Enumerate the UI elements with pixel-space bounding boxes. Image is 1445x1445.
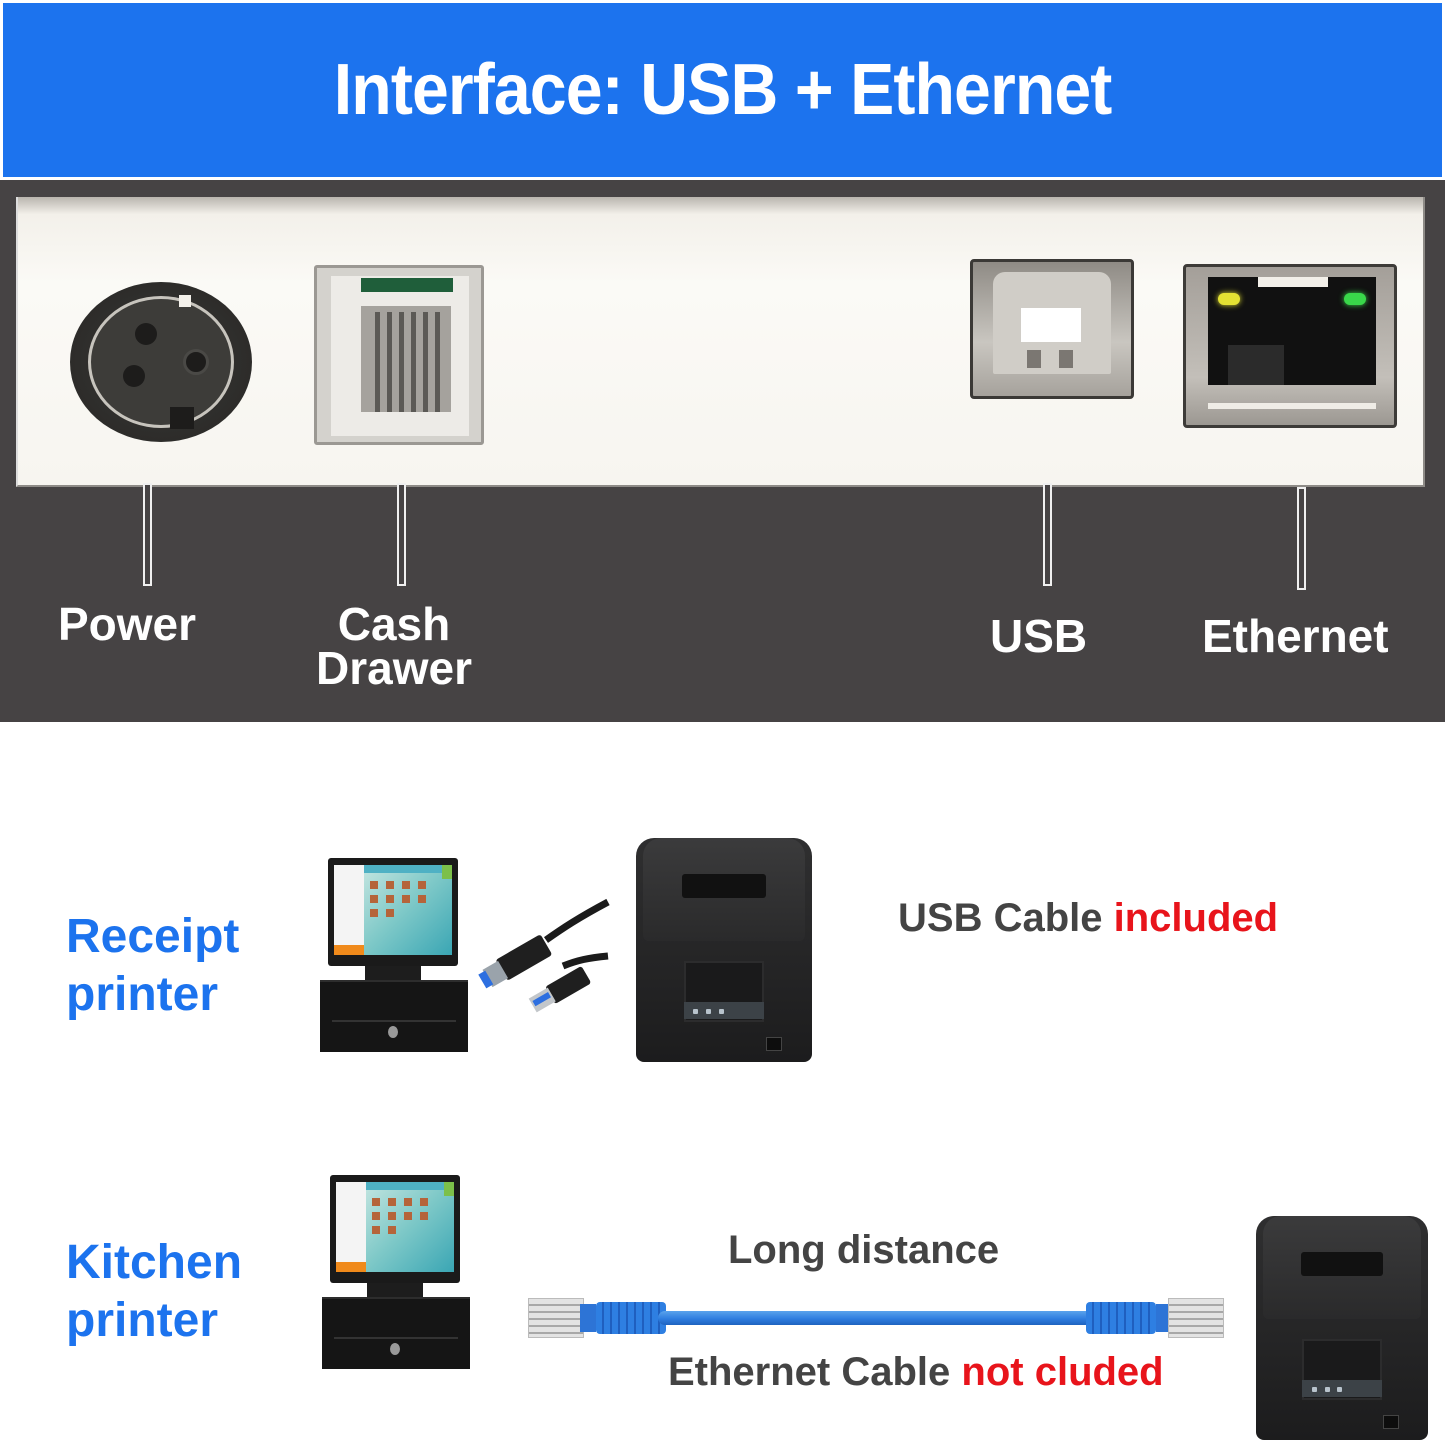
usb-label: USB (990, 610, 1088, 662)
header-banner-background: Interface: USB + Ethernet (3, 3, 1442, 177)
ethernet-cable-not-included-badge: not cluded (961, 1350, 1164, 1394)
kitchen-thermal-printer-image (1256, 1216, 1428, 1440)
ethernet-cable-image (528, 1296, 1224, 1340)
pos-terminal-image (322, 1175, 472, 1375)
ethernet-callout-line (1297, 487, 1306, 590)
page-title: Interface: USB + Ethernet (333, 50, 1113, 130)
header-banner: Interface: USB + Ethernet (0, 0, 1445, 180)
long-distance-caption: Long distance (728, 1228, 1000, 1272)
ethernet-cable-caption: Ethernet Cable not cluded (668, 1350, 1164, 1395)
receipt-printer-label: Receipt printer (66, 908, 239, 1024)
link-led-icon (1218, 293, 1240, 305)
rj45-port-icon (1183, 264, 1397, 428)
kitchen-printer-label-line2: printer (66, 1294, 219, 1347)
kitchen-printer-label: Kitchen printer (66, 1234, 242, 1350)
pos-terminal-image (320, 858, 470, 1058)
cash-drawer-callout-line (397, 483, 406, 586)
activity-led-icon (1344, 293, 1366, 305)
receipt-thermal-printer-image (636, 838, 812, 1062)
rj11-port-icon (314, 265, 484, 445)
power-callout-line (143, 483, 152, 586)
cash-drawer-label: Cash Drawer (316, 598, 472, 694)
ethernet-label: Ethernet (1202, 610, 1389, 662)
receipt-printer-label-line1: Receipt (66, 910, 240, 963)
port-panel: Power Cash Drawer USB Ethernet (0, 180, 1445, 722)
cash-drawer-label-line2: Drawer (316, 642, 472, 694)
usb-cable-caption: USB Cable included (898, 896, 1278, 941)
din-power-socket-icon (70, 282, 252, 442)
cash-drawer-label-line1: Cash (337, 598, 451, 650)
printer-rear-plate (16, 197, 1425, 487)
usb-cable-caption-text: USB Cable (898, 896, 1114, 940)
usb-cable-included-badge: included (1113, 896, 1279, 940)
kitchen-printer-label-line1: Kitchen (66, 1236, 243, 1289)
usb-callout-line (1043, 483, 1052, 586)
power-label: Power (58, 598, 197, 650)
ethernet-cable-caption-text: Ethernet Cable (668, 1350, 962, 1394)
usb-b-port-icon (970, 259, 1134, 399)
receipt-printer-label-line2: printer (66, 968, 219, 1021)
usb-cable-image (478, 898, 610, 1013)
